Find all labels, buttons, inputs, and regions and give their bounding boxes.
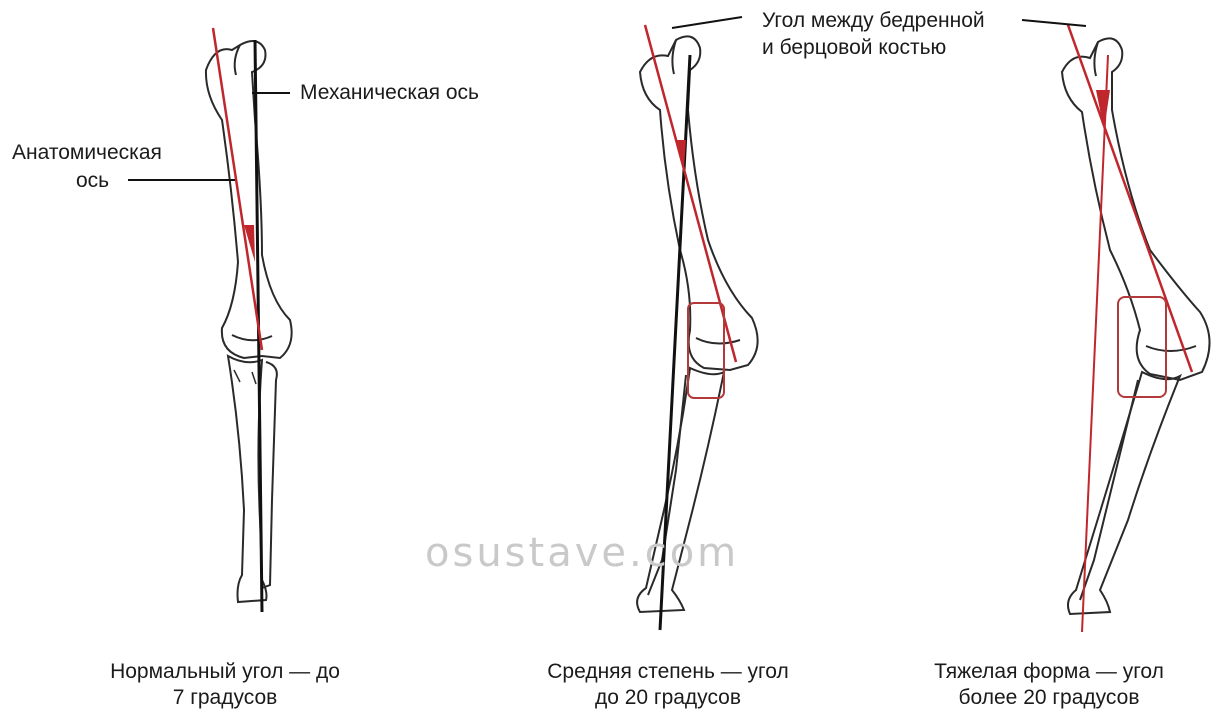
femur-outline: [206, 41, 292, 358]
angle-pointer: [672, 17, 742, 28]
caption-line1: Средняя степень — угол: [508, 659, 828, 685]
knee-highlight-box: [1118, 297, 1166, 397]
femur-outline: [640, 36, 758, 370]
leg-figure-normal: [206, 41, 292, 602]
angle-label-line2: и берцовой костью: [762, 35, 946, 60]
anatomical-axis-label-line1: Анатомическая: [12, 140, 162, 165]
caption-line2: до 20 градусов: [508, 685, 828, 711]
caption-line1: Тяжелая форма — угол: [889, 659, 1209, 685]
watermark: osustave.com: [425, 530, 739, 576]
femur-outline: [1062, 38, 1210, 380]
knee-highlight-box: [688, 303, 724, 398]
leg-figure-severe: [1062, 38, 1210, 614]
anatomical-axis-line: [1068, 25, 1192, 372]
angle-pointer: [1022, 20, 1086, 26]
caption-normal: Нормальный угол — до 7 градусов: [65, 659, 385, 711]
caption-line1: Нормальный угол — до: [65, 659, 385, 685]
caption-line2: более 20 градусов: [889, 685, 1209, 711]
mechanical-axis-label: Механическая ось: [300, 80, 479, 105]
leg-figure-moderate: [637, 36, 758, 612]
caption-moderate: Средняя степень — угол до 20 градусов: [508, 659, 828, 711]
caption-severe: Тяжелая форма — угол более 20 градусов: [889, 659, 1209, 711]
caption-line2: 7 градусов: [65, 685, 385, 711]
angle-label-line1: Угол между бедренной: [762, 8, 985, 33]
fibula-outline: [262, 362, 277, 588]
anatomical-axis-label-line2: ось: [76, 168, 109, 193]
